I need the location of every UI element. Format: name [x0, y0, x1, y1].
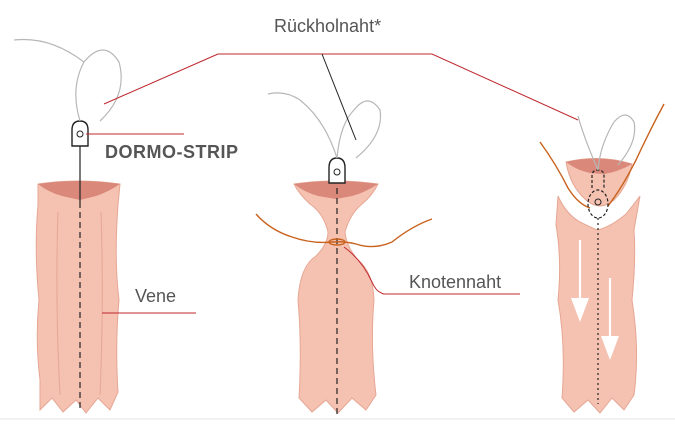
label-device: DORMO-STRIP: [105, 142, 239, 163]
label-retrieval-suture: Rückholnaht*: [274, 16, 381, 37]
stripper-head-2: [329, 158, 345, 183]
label-knot-suture: Knotennaht: [409, 272, 501, 293]
stripper-head-1: [72, 121, 88, 146]
vein-1: [36, 181, 120, 413]
label-vein: Vene: [135, 286, 176, 307]
